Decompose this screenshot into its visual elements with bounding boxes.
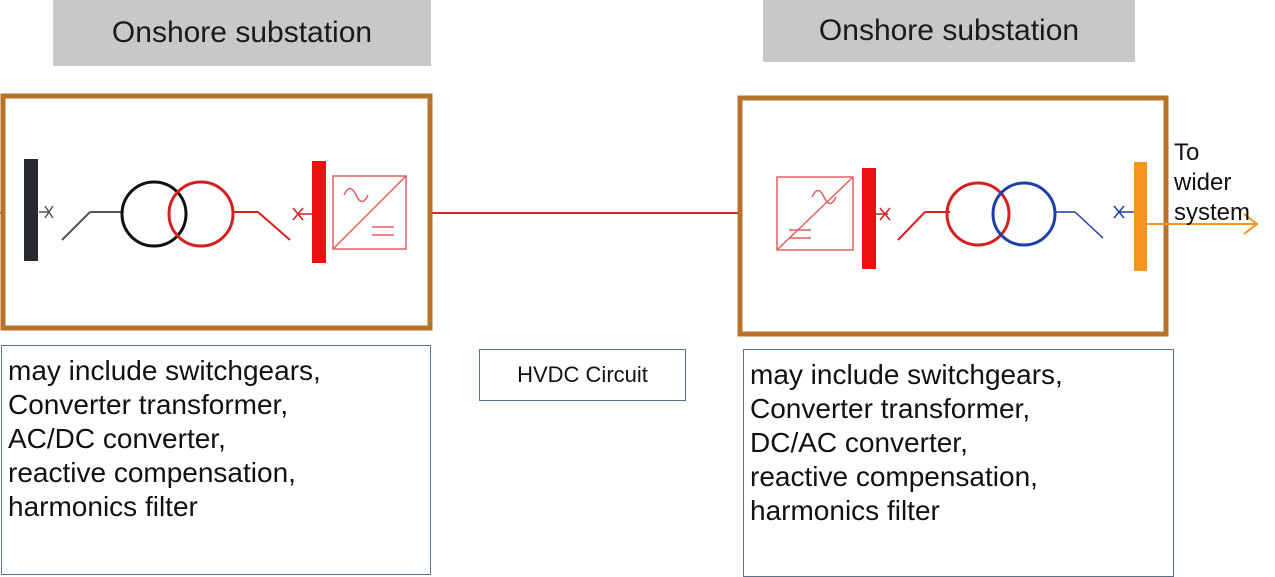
destination-label-line: To [1174, 139, 1200, 166]
description-line: reactive compensation, [750, 461, 1038, 492]
description-line: reactive compensation, [8, 457, 296, 488]
destination-label-line: wider [1174, 169, 1232, 196]
description-line: DC/AC converter, [750, 427, 968, 458]
transformer-icon [120, 180, 235, 248]
circuit-breaker-icon [1055, 205, 1134, 239]
transformer-icon [945, 181, 1057, 247]
ac-busbar-icon [1134, 162, 1147, 271]
arrow-right-icon [1147, 213, 1259, 235]
description-line: Converter transformer, [750, 393, 1031, 424]
destination-label-line: system [1174, 199, 1251, 226]
description-box-right: may include switchgears, Converter trans… [743, 349, 1174, 577]
description-line: may include switchgears, [8, 355, 321, 386]
description-box-left: may include switchgears, Converter trans… [1, 345, 431, 575]
circuit-breaker-icon [233, 207, 312, 241]
hvdc-circuit-label: HVDC Circuit [479, 349, 686, 401]
substation-box-left [0, 93, 433, 331]
description-line: Converter transformer, [8, 389, 289, 420]
description-line: may include switchgears, [750, 359, 1063, 390]
destination-label: To wider system [1174, 138, 1250, 228]
dc-busbar-icon [862, 168, 876, 269]
circuit-breaker-icon [876, 207, 950, 241]
description-line: AC/DC converter, [8, 423, 226, 454]
circuit-breaker-icon [39, 205, 54, 219]
description-line: harmonics filter [750, 495, 940, 526]
description-line: harmonics filter [8, 491, 198, 522]
converter-icon [776, 176, 854, 251]
dc-busbar-icon [312, 161, 326, 263]
substation-header-right: Onshore substation [763, 0, 1135, 62]
ac-busbar-icon [24, 159, 38, 261]
converter-icon [332, 175, 407, 250]
substation-header-left: Onshore substation [53, 0, 431, 66]
disconnector-icon [61, 211, 122, 241]
substation-box-right [737, 95, 1169, 337]
